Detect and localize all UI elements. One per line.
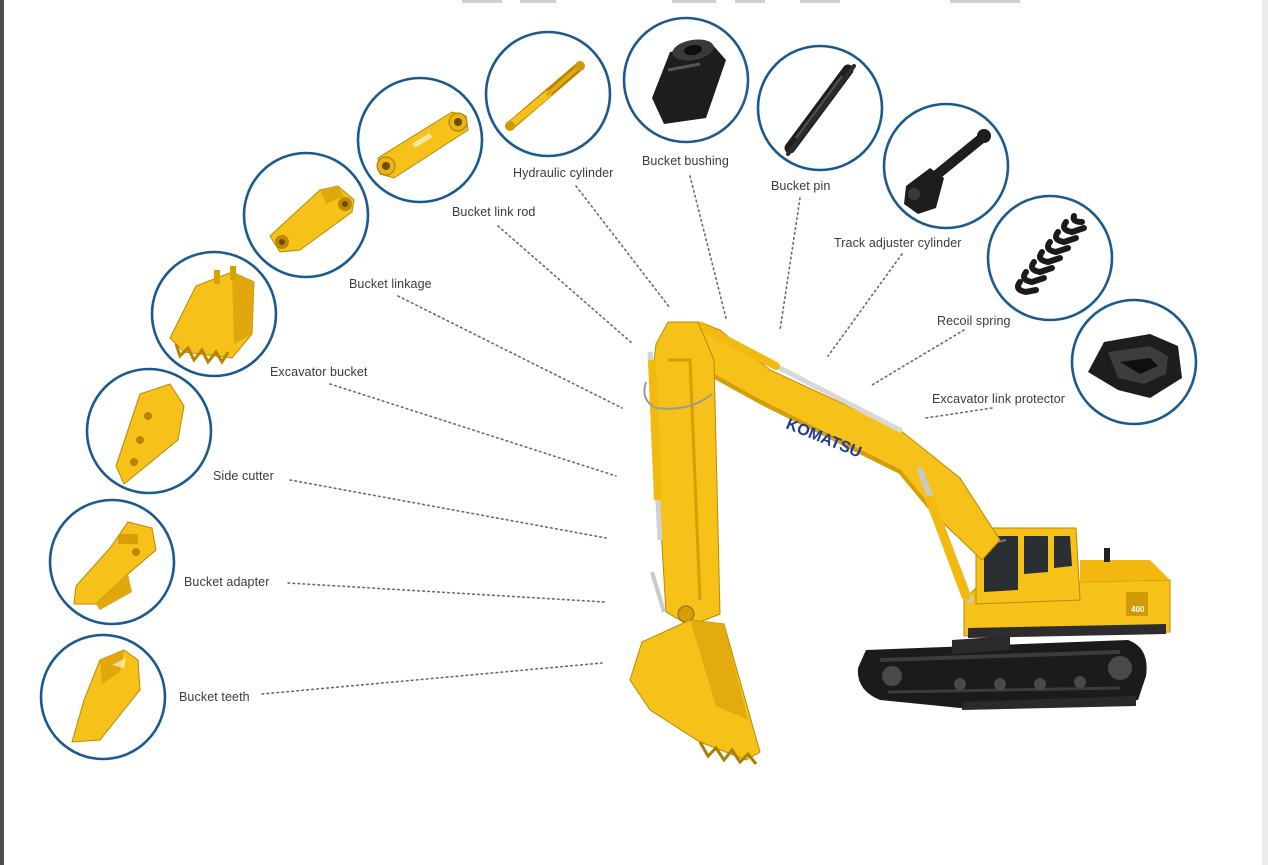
part-recoil-spring [986, 194, 1114, 322]
part-side-cutter [85, 367, 213, 495]
model-number-text: 400 [1131, 605, 1145, 614]
track-assembly [857, 636, 1147, 710]
label-bucket-teeth: Bucket teeth [179, 690, 250, 704]
link-protector-icon [1088, 334, 1182, 398]
label-track-adjuster-cylinder: Track adjuster cylinder [834, 236, 962, 250]
side-cutter-icon [115, 383, 185, 485]
label-bucket-bushing: Bucket bushing [642, 154, 729, 168]
part-excavator-link-protector [1070, 298, 1198, 426]
leader-link-protector [925, 407, 993, 419]
part-hydraulic-cylinder [484, 30, 612, 158]
leader-excavator-bucket [329, 383, 617, 477]
part-bucket-link-rod [356, 76, 484, 204]
leader-side-cutter [289, 479, 607, 539]
label-bucket-linkage: Bucket linkage [349, 277, 432, 291]
hydraulic-cylinder-icon [505, 61, 585, 131]
leader-bucket-adapter [287, 582, 606, 603]
part-bucket-adapter [48, 498, 176, 626]
excavator-illustration: 400 KOMATSU [629, 321, 1171, 765]
boom: KOMATSU [689, 321, 1001, 603]
label-recoil-spring: Recoil spring [937, 314, 1011, 328]
recoil-spring-icon [1015, 213, 1087, 296]
right-frame-edge [1262, 0, 1268, 865]
label-excavator-link-protector: Excavator link protector [932, 392, 1065, 406]
leader-recoil-spring [871, 329, 965, 386]
excavator-bucket-icon [169, 266, 255, 365]
bucket-linkage-icon [269, 185, 355, 253]
part-track-adjuster-cylinder [882, 102, 1010, 230]
part-bucket-teeth [39, 633, 167, 761]
cropped-heading-remnant [462, 0, 1020, 3]
part-bucket-linkage [242, 151, 370, 279]
left-frame-edge [0, 0, 4, 865]
label-excavator-bucket: Excavator bucket [270, 365, 368, 379]
part-excavator-bucket [150, 250, 278, 378]
leader-bucket-linkage [397, 295, 623, 409]
label-bucket-adapter: Bucket adapter [184, 575, 269, 589]
leader-bucket-bushing [689, 175, 727, 319]
part-bucket-pin [756, 44, 884, 172]
label-bucket-pin: Bucket pin [771, 179, 830, 193]
leader-hydraulic-cylinder [575, 185, 671, 309]
label-hydraulic-cylinder: Hydraulic cylinder [513, 166, 613, 180]
part-ring [986, 194, 1114, 322]
leader-lines [261, 175, 993, 695]
bucket [629, 571, 761, 765]
bucket-adapter-icon [73, 521, 157, 610]
label-side-cutter: Side cutter [213, 469, 274, 483]
bucket-bushing-icon [652, 39, 726, 124]
leader-bucket-teeth [261, 662, 603, 695]
operator-cab [975, 527, 1081, 605]
bucket-tooth-icon [71, 649, 141, 743]
arm [643, 321, 721, 627]
track-adjuster-cylinder-icon [904, 129, 991, 214]
part-labels: Bucket teeth Bucket adapter Side cutter … [179, 154, 1065, 704]
leader-track-adjuster [827, 253, 903, 357]
bucket-pin-icon [784, 64, 856, 156]
label-bucket-link-rod: Bucket link rod [452, 205, 535, 219]
bucket-link-rod-icon [376, 111, 469, 179]
part-bucket-bushing [622, 16, 750, 144]
leader-bucket-link-rod [497, 225, 634, 345]
leader-bucket-pin [779, 197, 801, 331]
